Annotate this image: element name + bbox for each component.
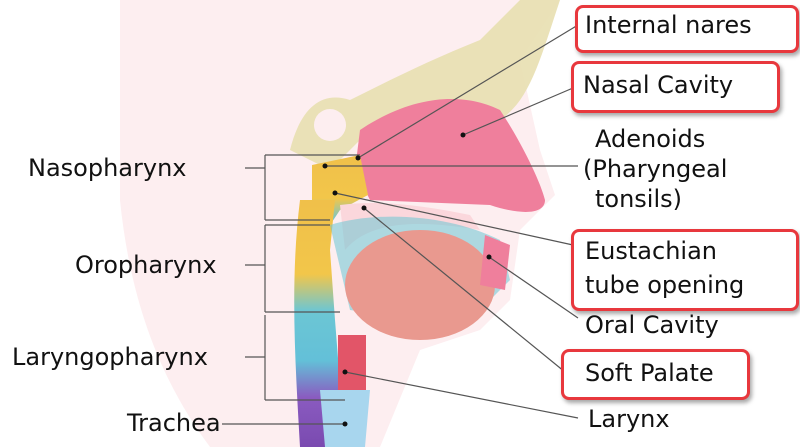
label-nasal-cavity: Nasal Cavity (583, 71, 734, 99)
label-oral-cavity: Oral Cavity (585, 311, 719, 339)
leader-lines (222, 24, 579, 425)
label-larynx: Larynx (588, 405, 670, 433)
nasal-cavity (355, 98, 545, 212)
pharynx (294, 200, 345, 447)
tongue (345, 230, 495, 340)
label-trachea: Trachea (127, 409, 221, 437)
trachea-shape (320, 390, 370, 447)
label-eustachian: Eustachian (585, 237, 717, 265)
label-soft-palate: Soft Palate (585, 359, 714, 387)
soft-palate (340, 203, 480, 250)
larynx-shape (338, 335, 366, 390)
label-adenoids-2: (Pharyngeal (583, 155, 728, 183)
lips (480, 235, 510, 290)
adenoids (312, 155, 368, 300)
internal-nares-highlight (575, 5, 799, 53)
label-internal-nares: Internal nares (585, 11, 752, 39)
eustachian-highlight (571, 229, 799, 311)
soft-palate-highlight (561, 349, 750, 400)
pointer-dots (322, 132, 492, 427)
nasal-cavity-highlight (571, 61, 780, 113)
label-nasopharynx: Nasopharynx (28, 154, 187, 182)
label-oropharynx: Oropharynx (75, 251, 217, 279)
label-laryngopharynx: Laryngopharynx (12, 343, 208, 371)
label-eustachian-2: tube opening (585, 271, 745, 299)
skull-bone (290, 0, 560, 170)
label-adenoids: Adenoids (595, 125, 706, 153)
label-adenoids-3: tonsils) (595, 185, 683, 213)
sinus (314, 109, 346, 141)
